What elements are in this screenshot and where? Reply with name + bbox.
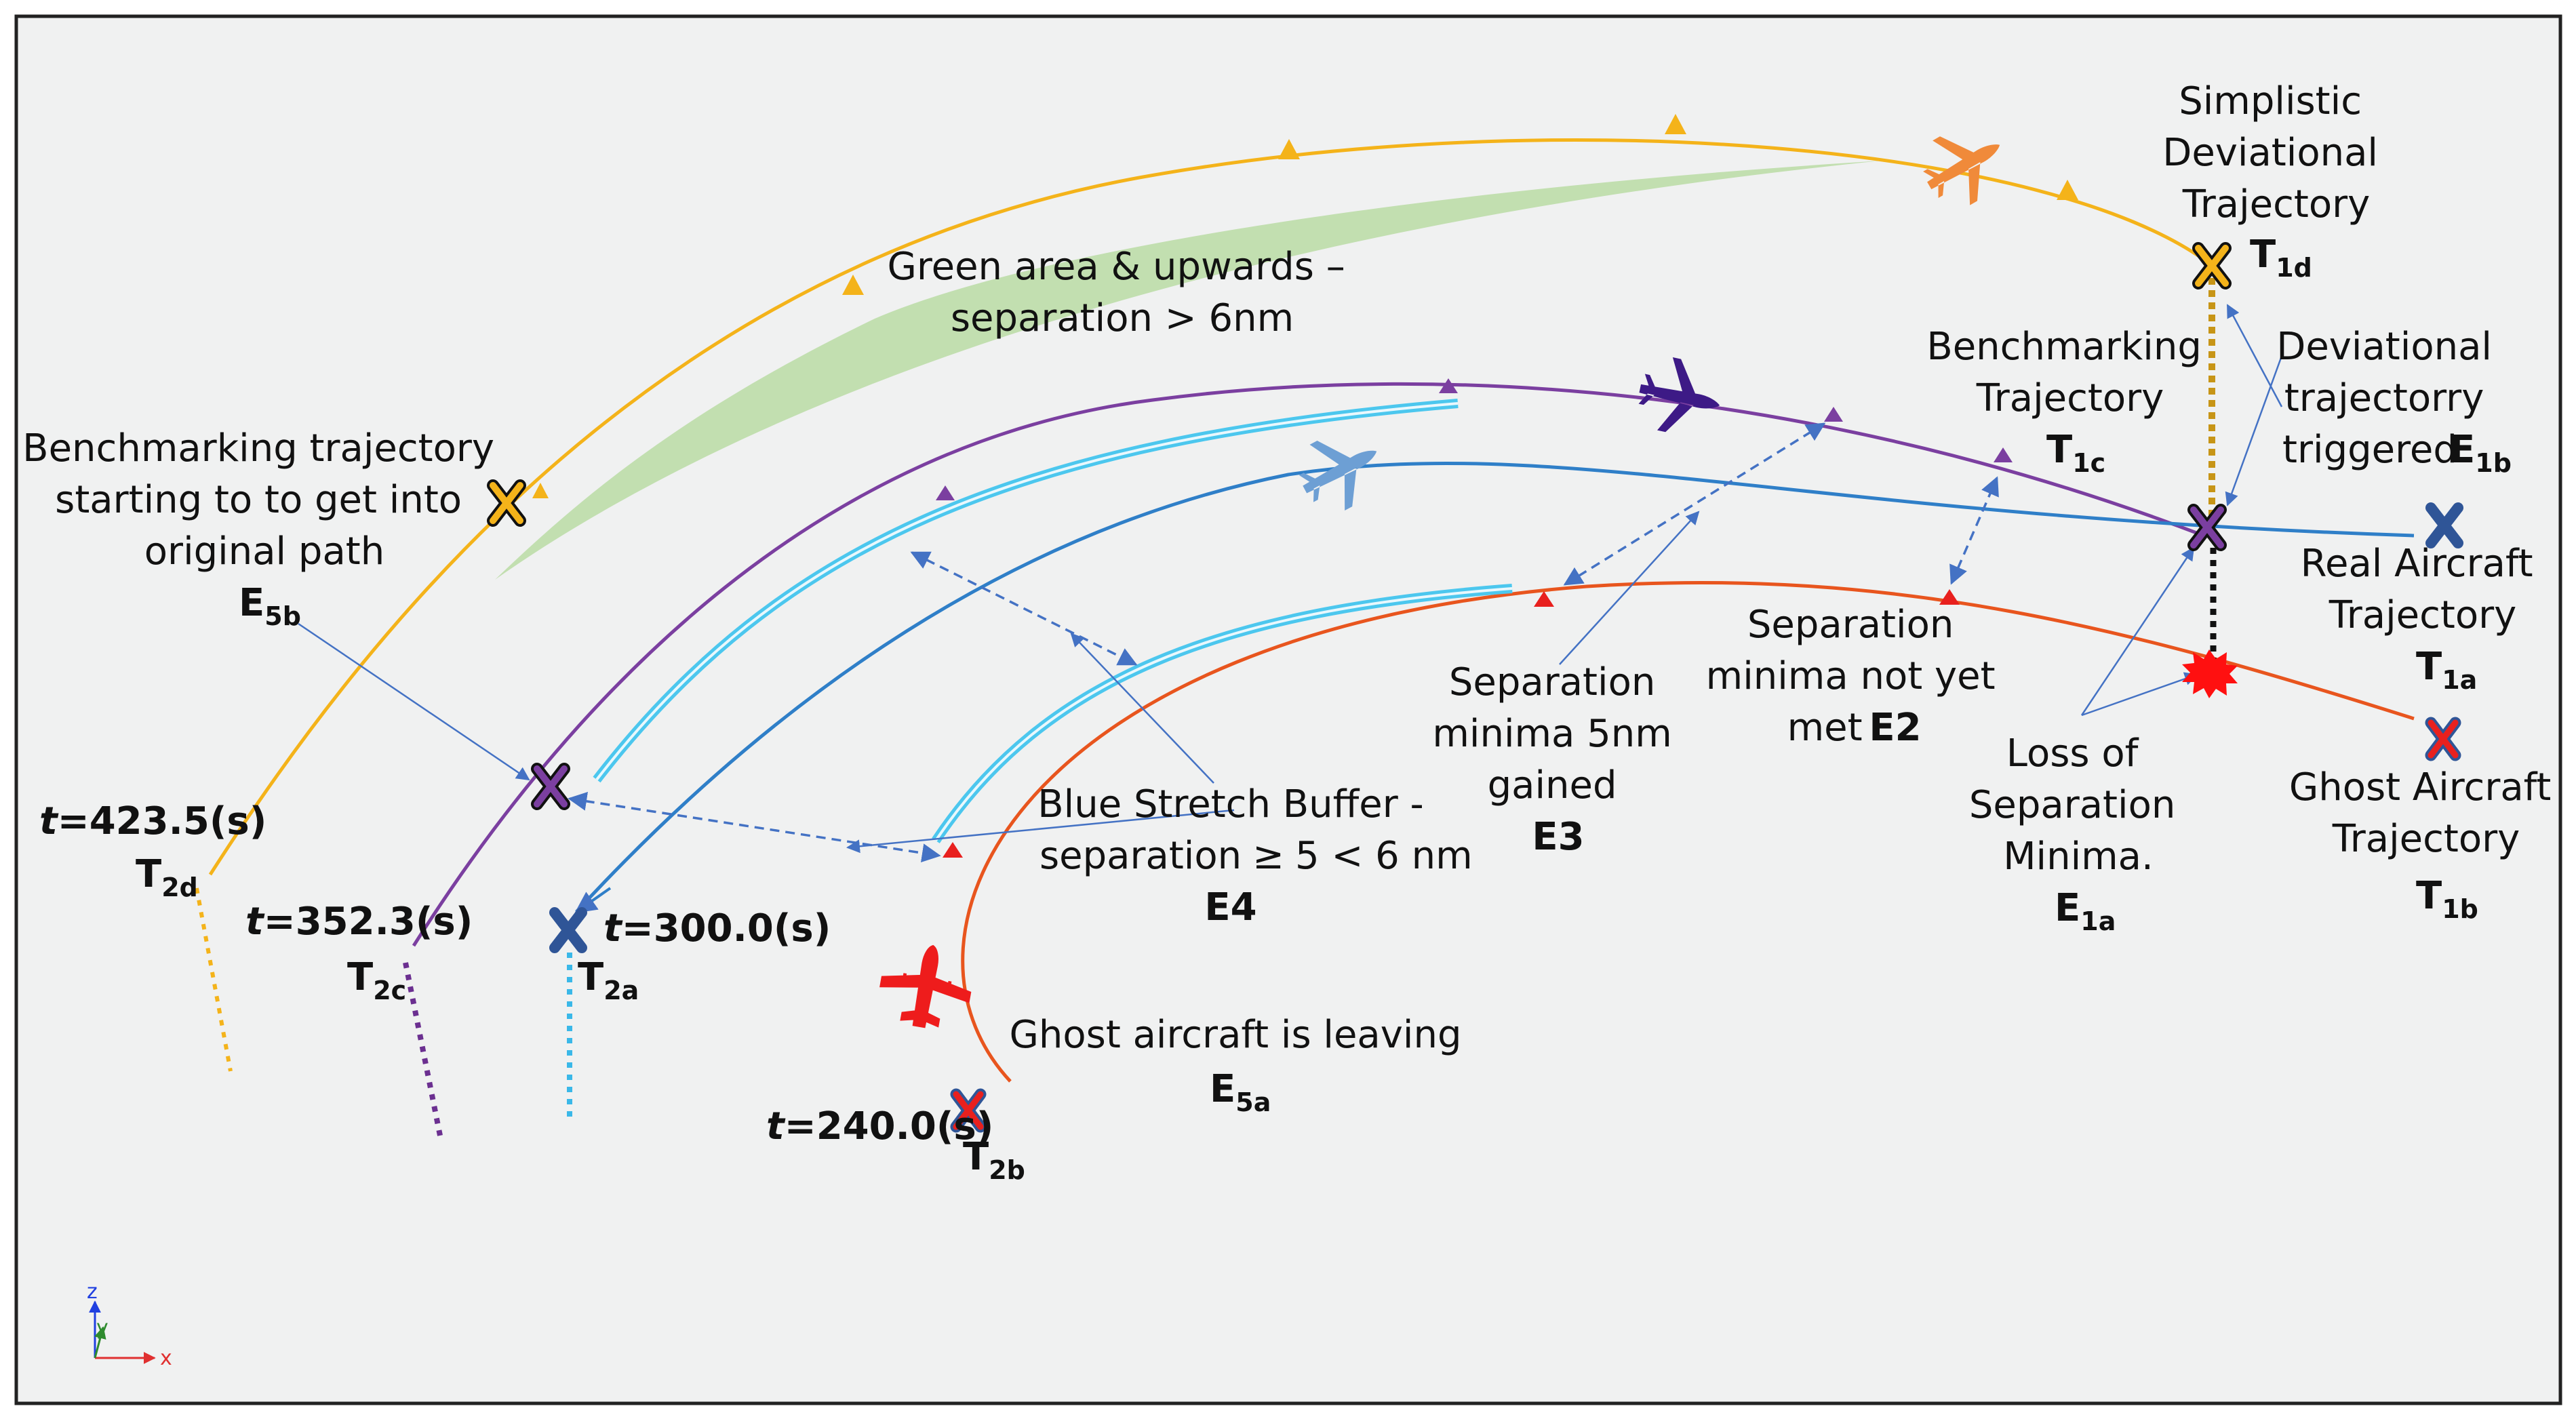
axis-x-label: x (160, 1346, 172, 1370)
blue-buffer-sep-label: separation≥5 < 6 nm (1039, 834, 1473, 878)
x-marker-blue-start (549, 907, 587, 953)
purple-trajectory-tail (403, 962, 443, 1140)
e4-label: E4 (1204, 885, 1256, 929)
t2a-time-label: t=300.0(s) (603, 906, 831, 950)
x-marker-purple-e1b (2187, 504, 2227, 551)
x-marker-red-start (950, 1088, 987, 1133)
red-direction-markers (943, 589, 1960, 858)
axis-triad: z y x (87, 1280, 172, 1370)
axis-z-label: z (87, 1280, 98, 1304)
t2a-label: T2a (578, 955, 639, 1005)
benchmark-start-label: Benchmarking trajectory starting to to g… (22, 426, 507, 574)
orange-direction-markers (532, 114, 2078, 498)
loss-of-separation-burst-icon (2182, 649, 2238, 698)
purple-trajectory (412, 382, 2204, 947)
orange-aircraft-icon (1923, 136, 2000, 205)
green-area-label: Green area & upwards – separation > 6nm (887, 245, 1357, 340)
t2d-time-label: t=423.5(s) (39, 799, 266, 843)
x-marker-red-end (2425, 717, 2461, 761)
red-aircraft-icon (879, 944, 972, 1028)
blue-trajectory (575, 461, 2415, 913)
benchmarking-trajectory-label: Benchmarking Trajectory (1926, 325, 2213, 420)
t2d-label: T2d (136, 852, 198, 902)
purple-direction-markers (936, 378, 2013, 500)
x-marker-orange-bench (487, 479, 526, 527)
e5b-label: E5b (239, 581, 301, 631)
t2c-time-label: t=352.3(s) (245, 900, 473, 944)
t1a-label: T1a (2416, 645, 2477, 695)
blue-stretch-buffer-lower-core (934, 587, 1513, 842)
separation-gained-label: Separation minima 5nm gained E3 (1432, 660, 1684, 859)
t2c-label: T2c (347, 955, 406, 1005)
t1d-label: T1d (2250, 233, 2312, 283)
t2b-time-label: t=240.0(s) (766, 1104, 993, 1148)
loss-of-separation-label: Loss of Separation Minima. (1969, 732, 2187, 879)
separation-not-met-label: Separation minima not yet met E2 (1706, 603, 2008, 750)
t1c-label: T1c (2046, 428, 2105, 478)
x-marker-blue-end (2425, 502, 2463, 548)
e5a-label: E5a (1210, 1067, 1271, 1117)
axis-y-label: y (96, 1316, 108, 1340)
ghost-aircraft-label: Ghost Aircraft Trajectory (2289, 765, 2563, 861)
ghost-leaving-label: Ghost aircraft is leaving (1010, 1013, 1462, 1057)
purple-aircraft-icon (1638, 357, 1720, 433)
e1a-label: E1a (2055, 886, 2116, 936)
blue-stretch-buffer-upper-core (595, 402, 1459, 781)
separation-arrows (568, 422, 1999, 862)
x-marker-orange-top (2192, 242, 2232, 289)
t1b-label: T1b (2416, 874, 2478, 924)
blue-buffer-label: Blue Stretch Buffer - (1037, 782, 1424, 826)
x-marker-purple-e5b (531, 763, 570, 810)
real-aircraft-label: Real Aircraft Trajectory (2301, 542, 2545, 637)
e1b-label: E1b (2449, 428, 2512, 478)
simplistic-deviational-label: Simplistic Deviational Trajectory (2162, 79, 2390, 226)
deviational-triggered-label: Deviational trajectorry triggered (2276, 325, 2504, 472)
t2b-label: T2b (963, 1135, 1025, 1185)
green-separation-area (495, 161, 1882, 580)
blue-aircraft-icon (1299, 440, 1377, 511)
